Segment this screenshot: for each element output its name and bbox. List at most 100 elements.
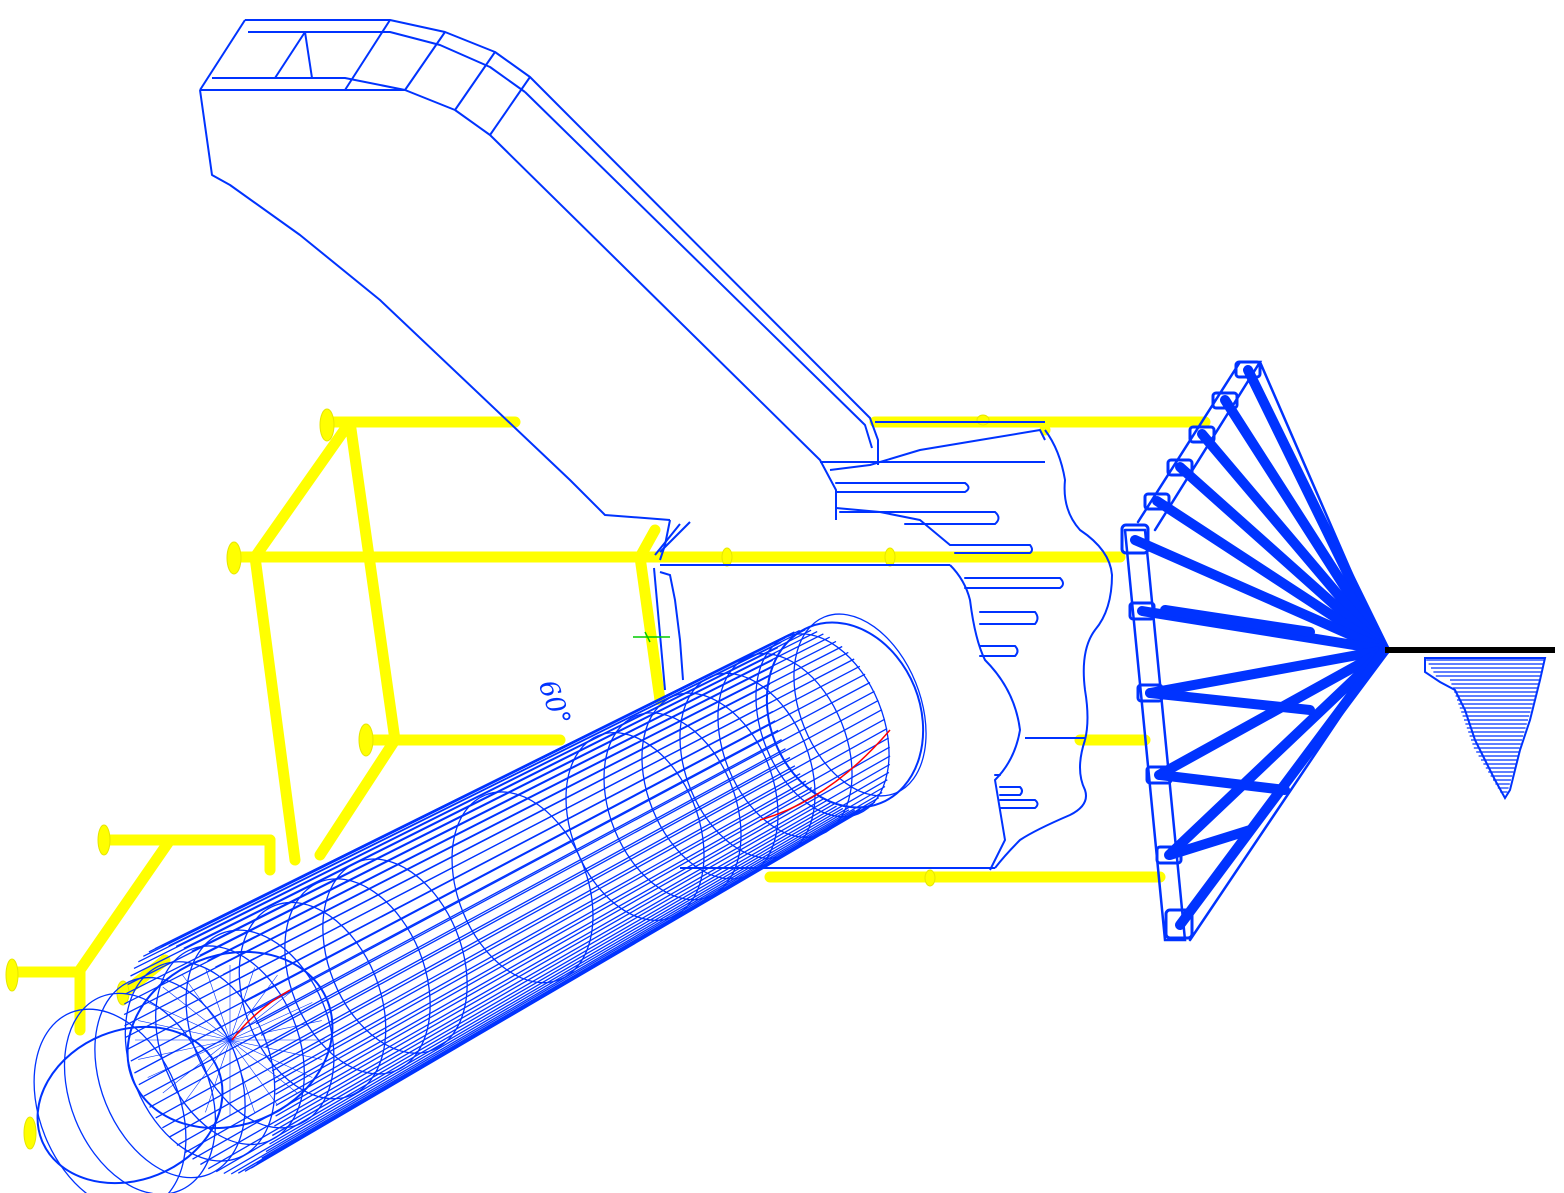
fan-spoke xyxy=(1243,365,1390,655)
fan-brace xyxy=(1155,770,1290,795)
barrel-ring xyxy=(679,672,816,859)
opening-mesh-line xyxy=(182,1039,231,1106)
barrel-sweep-line xyxy=(215,807,844,1173)
opening-mesh-line xyxy=(205,967,231,1041)
barrel-ring xyxy=(284,878,431,1075)
barrel-sweep-line xyxy=(130,720,776,1062)
opening-mesh-line xyxy=(205,1039,231,1113)
barrel-sweep-line xyxy=(183,631,818,949)
opening-mesh-line xyxy=(138,1039,231,1060)
fan-spoke xyxy=(1175,462,1390,655)
opening-mesh-line xyxy=(229,1039,255,1113)
barrel-sweep-line xyxy=(275,746,891,1095)
barrel-sweep-line xyxy=(184,792,819,1154)
mouth-fins xyxy=(835,482,1064,809)
truss-fan xyxy=(1120,360,1390,942)
barrel-sweep-line xyxy=(200,802,831,1166)
barrel-ring xyxy=(155,945,305,1146)
barrel-sweep-line xyxy=(274,771,890,1127)
barrel-sweep-line xyxy=(273,737,890,1084)
barrel-ring xyxy=(63,992,217,1193)
fan-spoke xyxy=(1164,645,1390,860)
barrel-sweep-line xyxy=(155,765,796,1119)
opening-mesh-line xyxy=(162,986,231,1041)
yellow-flanges xyxy=(5,408,990,1150)
ground-section xyxy=(1385,647,1555,800)
barrel-sweep-line xyxy=(169,780,807,1138)
opening-mesh-line xyxy=(229,1039,313,1078)
barrel-sweep-line xyxy=(265,791,883,1153)
barrel-sweep-line xyxy=(265,709,883,1048)
barrel-sweep-line xyxy=(134,729,779,1074)
barrel-sweep-line xyxy=(269,785,886,1145)
barrel-sweep-line xyxy=(243,673,866,1003)
opening-mesh-line xyxy=(229,1039,278,1106)
barrel-sweep-line xyxy=(143,748,786,1097)
opening-mesh-line xyxy=(229,1020,322,1041)
opening-mesh-line xyxy=(229,967,255,1041)
opening-mesh-line xyxy=(229,986,298,1041)
barrel-sweep-line xyxy=(255,690,875,1025)
opening-mesh-line xyxy=(147,1002,231,1041)
barrel-sweep-line xyxy=(271,728,888,1072)
barrel-ring xyxy=(641,692,779,880)
yellow-support-frame xyxy=(9,416,1211,1036)
barrel-sweep-line xyxy=(222,651,849,976)
barrel-sweep-line xyxy=(250,681,871,1014)
barrel-sweep-line xyxy=(125,667,772,995)
fan-spoke xyxy=(1220,395,1390,655)
barrel-sweep-line xyxy=(244,807,866,1172)
opening-mesh-line xyxy=(138,1020,231,1041)
barrel-ring xyxy=(755,633,890,818)
chute-hopper xyxy=(199,19,1046,561)
barrel-sweep-line xyxy=(230,658,855,984)
opening-mesh-line xyxy=(229,1039,322,1060)
fan-spoke xyxy=(1130,535,1390,655)
barrel-sweep-line xyxy=(271,779,888,1137)
barrel-ring xyxy=(238,901,387,1100)
fan-brace xyxy=(1160,605,1315,637)
barrel-sweep-line xyxy=(268,718,886,1060)
barrel-sweep-line xyxy=(207,805,837,1170)
barrel-sweep-line xyxy=(215,645,843,968)
barrel-sweep-line xyxy=(275,763,891,1117)
barrel-sweep-line xyxy=(168,629,806,947)
barrel-ring xyxy=(565,731,705,922)
barrel-sweep-line xyxy=(130,652,776,977)
barrel-sweep-line xyxy=(275,755,891,1106)
cylinder-barrel xyxy=(33,613,927,1193)
barrel-sweep-line xyxy=(154,631,795,950)
barrel-sweep-line xyxy=(176,787,813,1146)
opening-mesh-line xyxy=(229,974,278,1041)
fan-spoke xyxy=(1152,496,1390,655)
barrel-ring xyxy=(185,929,335,1129)
barrel-sweep-line xyxy=(192,798,825,1160)
barrel-sweep-line xyxy=(260,699,879,1036)
red-reference-arcs xyxy=(231,729,891,1041)
fan-brace xyxy=(1145,688,1315,715)
barrel-sweep-line xyxy=(133,646,779,969)
fan-spoke xyxy=(1197,429,1390,655)
barrel-ring xyxy=(717,652,853,839)
opening-mesh-line xyxy=(162,1039,231,1094)
fan-brace xyxy=(1165,825,1255,860)
barrel-sweep-line xyxy=(199,636,830,957)
fan-spoke xyxy=(1145,645,1390,698)
opening-mesh-line xyxy=(147,1039,231,1078)
opening-mesh-line xyxy=(229,1039,298,1094)
barrel-ring xyxy=(603,712,742,901)
barrel-sweep-line xyxy=(230,809,856,1175)
barrel-sweep-line xyxy=(207,640,837,962)
opening-mesh-line xyxy=(182,974,231,1041)
opening-mesh-line xyxy=(229,1002,313,1041)
angle-annotation: 60° xyxy=(532,676,576,730)
barrel-sweep-line xyxy=(124,675,771,1005)
barrel-sweep-line xyxy=(149,756,791,1108)
barrel-sweep-line xyxy=(161,629,800,948)
barrel-sweep-line xyxy=(162,773,801,1129)
green-axis-marker xyxy=(633,631,670,643)
barrel-sweep-line xyxy=(223,809,850,1175)
barrel-sweep-line xyxy=(237,665,861,993)
barrel-sweep-line xyxy=(175,629,812,948)
